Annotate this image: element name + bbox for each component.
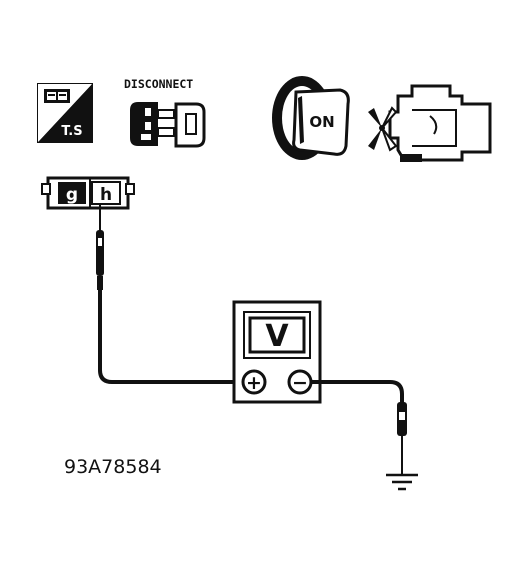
positive-terminal-symbol: + xyxy=(246,372,262,394)
disconnect-label: DISCONNECT xyxy=(124,77,193,91)
ignition-on-label: ON xyxy=(309,113,334,131)
badge-text: T.S xyxy=(61,124,82,139)
positive-terminal xyxy=(241,369,267,395)
negative-terminal-symbol: − xyxy=(292,372,308,394)
negative-lead-wire xyxy=(311,380,404,404)
voltmeter: V + − xyxy=(232,300,322,404)
positive-lead-wire xyxy=(98,290,238,384)
terminal-g-label: g xyxy=(66,185,78,205)
fan-icon xyxy=(368,106,398,152)
positive-probe xyxy=(96,204,104,290)
service-manual-badge-icon: T.S xyxy=(37,83,93,143)
negative-probe xyxy=(397,402,407,474)
engine-icon xyxy=(368,84,492,162)
voltmeter-display: V xyxy=(265,319,289,354)
figure-id: 93A78584 xyxy=(64,456,162,478)
terminal-h-label: h xyxy=(100,185,112,205)
test-connector: g h xyxy=(41,176,135,210)
ground-symbol-icon xyxy=(386,473,418,491)
disconnect-connector-icon: DISCONNECT xyxy=(124,77,206,148)
ignition-key-on-icon: ON xyxy=(272,76,350,160)
book-icon xyxy=(44,89,70,103)
